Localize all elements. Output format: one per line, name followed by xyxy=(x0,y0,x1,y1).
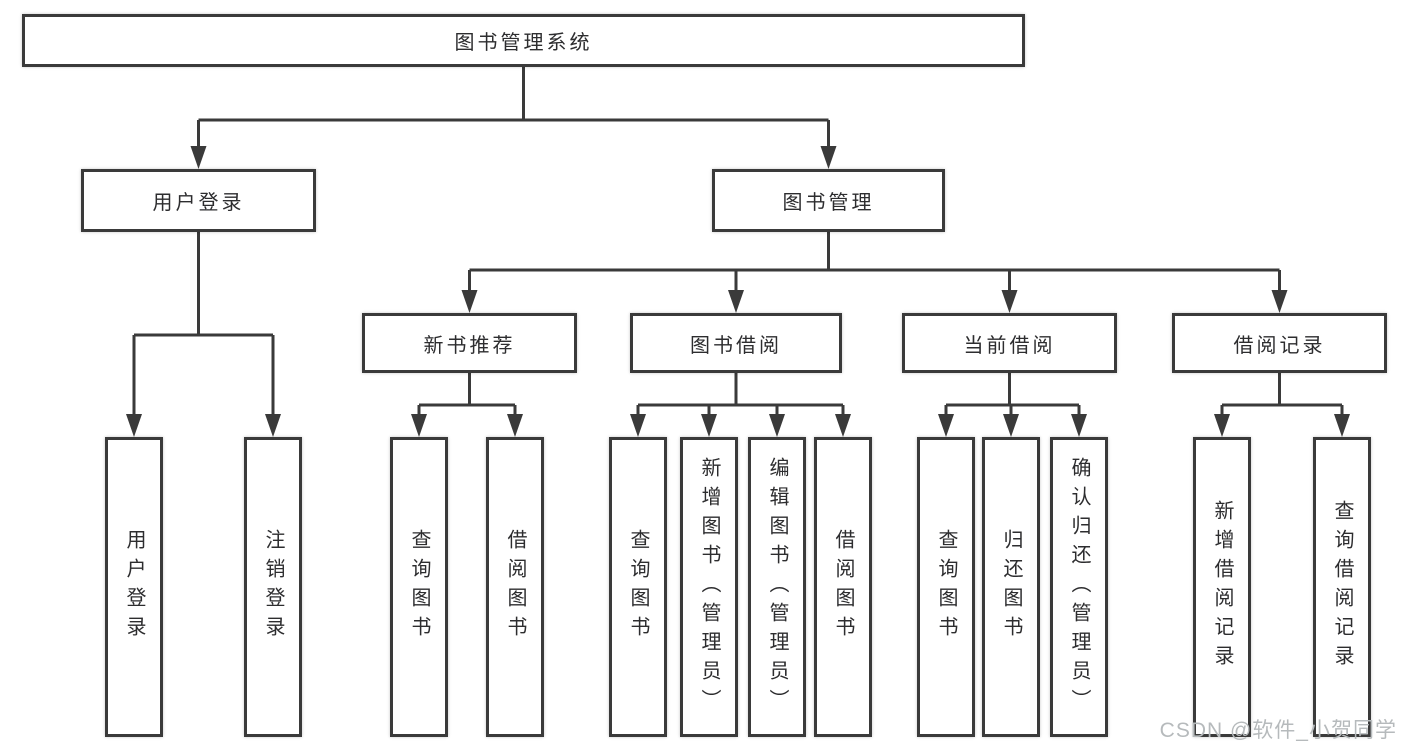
csdn-watermark: CSDN @软件_小贺同学 xyxy=(1159,719,1397,742)
node-borrowing-records: 借阅记录 xyxy=(1172,313,1387,373)
leaf-current-query-books: 查询图书 xyxy=(917,437,975,737)
node-user-login-label: 用户登录 xyxy=(152,192,245,214)
leaf-borrowing-edit-books-admin-label: 编辑图书（管理员） xyxy=(766,456,788,718)
leaf-current-confirm-return-admin: 确认归还（管理员） xyxy=(1050,437,1108,737)
node-user-login: 用户登录 xyxy=(81,169,316,232)
node-book-management: 图书管理 xyxy=(712,169,945,232)
node-new-book-recommendation: 新书推荐 xyxy=(362,313,577,373)
node-root: 图书管理系统 xyxy=(22,14,1025,67)
leaf-borrowing-add-books-admin-label: 新增图书（管理员） xyxy=(698,456,720,718)
leaf-records-add-record-label: 新增借阅记录 xyxy=(1211,500,1233,674)
node-current-borrowing: 当前借阅 xyxy=(902,313,1117,373)
leaf-borrowing-borrow-books: 借阅图书 xyxy=(814,437,872,737)
node-book-borrowing: 图书借阅 xyxy=(630,313,842,373)
leaf-user-login: 用户登录 xyxy=(105,437,163,737)
node-new-book-recommendation-label: 新书推荐 xyxy=(423,334,516,357)
leaf-recommend-query-books-label: 查询图书 xyxy=(408,529,430,645)
leaf-records-add-record: 新增借阅记录 xyxy=(1193,437,1251,737)
leaf-borrowing-query-books-label: 查询图书 xyxy=(627,529,649,645)
leaf-recommend-query-books: 查询图书 xyxy=(390,437,448,737)
leaf-logout: 注销登录 xyxy=(244,437,302,737)
leaf-logout-label: 注销登录 xyxy=(262,529,284,645)
leaf-current-return-books: 归还图书 xyxy=(982,437,1040,737)
leaf-recommend-borrow-books-label: 借阅图书 xyxy=(504,529,526,645)
leaf-borrowing-edit-books-admin: 编辑图书（管理员） xyxy=(748,437,806,737)
leaf-recommend-borrow-books: 借阅图书 xyxy=(486,437,544,737)
leaf-user-login-label: 用户登录 xyxy=(123,529,145,645)
node-borrowing-records-label: 借阅记录 xyxy=(1233,334,1326,357)
leaf-current-confirm-return-admin-label: 确认归还（管理员） xyxy=(1068,456,1090,718)
leaf-records-query-record-label: 查询借阅记录 xyxy=(1331,500,1353,674)
leaf-records-query-record: 查询借阅记录 xyxy=(1313,437,1371,737)
leaf-borrowing-add-books-admin: 新增图书（管理员） xyxy=(680,437,738,737)
leaf-borrowing-query-books: 查询图书 xyxy=(609,437,667,737)
node-book-management-label: 图书管理 xyxy=(782,192,875,214)
leaf-borrowing-borrow-books-label: 借阅图书 xyxy=(832,529,854,645)
node-root-label: 图书管理系统 xyxy=(454,32,593,54)
node-book-borrowing-label: 图书借阅 xyxy=(690,334,782,357)
leaf-current-return-books-label: 归还图书 xyxy=(1000,529,1022,645)
leaf-current-query-books-label: 查询图书 xyxy=(935,529,957,645)
node-current-borrowing-label: 当前借阅 xyxy=(963,334,1056,357)
